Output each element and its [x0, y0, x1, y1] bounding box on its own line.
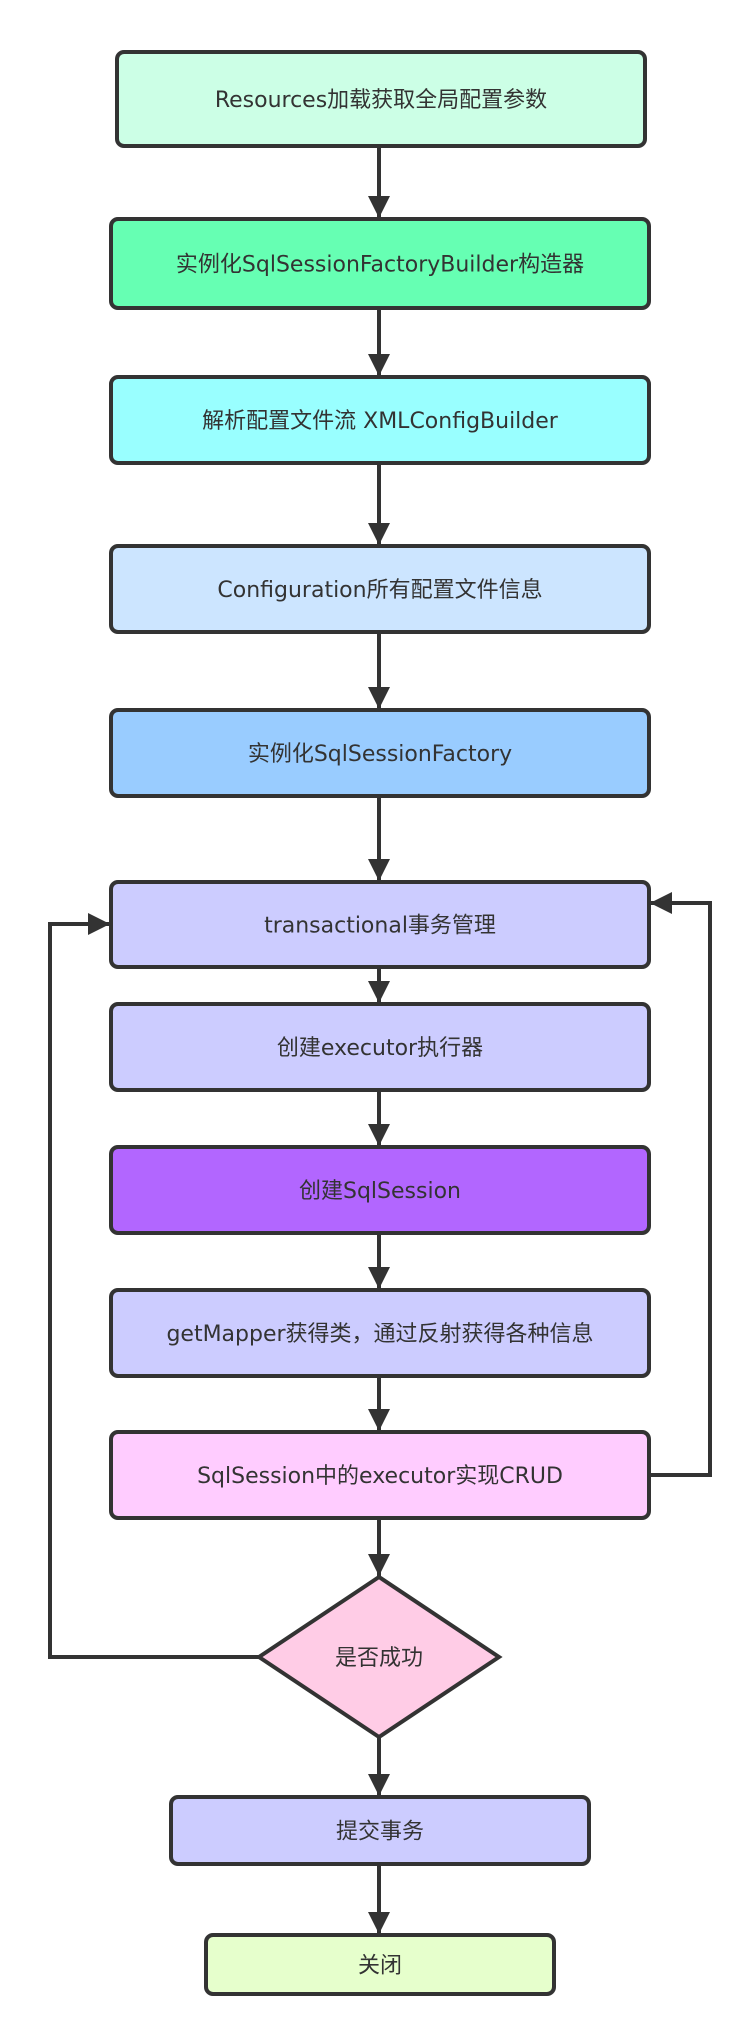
node-shape [109, 1145, 651, 1235]
node-shape [109, 880, 651, 969]
process-node: SqlSession中的executor实现CRUD [109, 1430, 651, 1520]
edge-arrow [649, 892, 712, 1477]
process-node: Configuration所有配置文件信息 [109, 544, 651, 634]
node-label: Configuration所有配置文件信息 [217, 578, 542, 603]
node-label: 解析配置文件流 XMLConfigBuilder [202, 409, 559, 434]
process-node: 提交事务 [169, 1795, 591, 1866]
node-shape [169, 1795, 591, 1866]
node-shape [109, 708, 651, 798]
node-shape [109, 1430, 651, 1520]
node-shape [204, 1933, 556, 1996]
process-node: 创建executor执行器 [109, 1002, 651, 1092]
node-label: 实例化SqlSessionFactory [248, 742, 512, 767]
node-label: transactional事务管理 [264, 914, 496, 939]
process-node: Resources加载获取全局配置参数 [115, 50, 647, 148]
node-label: SqlSession中的executor实现CRUD [197, 1464, 563, 1489]
node-shape [109, 1288, 651, 1378]
node-label: 是否成功 [335, 1646, 423, 1671]
process-node: getMapper获得类，通过反射获得各种信息 [109, 1288, 651, 1378]
process-node: 实例化SqlSessionFactoryBuilder构造器 [109, 217, 651, 310]
node-label: 提交事务 [336, 1820, 424, 1845]
node-shape [109, 375, 651, 465]
node-label: 关闭 [358, 1954, 402, 1979]
process-node: transactional事务管理 [109, 880, 651, 969]
edge-arrow [48, 913, 259, 1659]
process-node: 创建SqlSession [109, 1145, 651, 1235]
node-label: Resources加载获取全局配置参数 [215, 88, 547, 113]
node-shape [109, 217, 651, 310]
process-node: 关闭 [204, 1933, 556, 1996]
node-shape [109, 544, 651, 634]
process-node: 解析配置文件流 XMLConfigBuilder [109, 375, 651, 465]
node-shape [109, 1002, 651, 1092]
node-shape [115, 50, 647, 148]
node-shape [255, 1574, 503, 1740]
process-node: 实例化SqlSessionFactory [109, 708, 651, 798]
node-label: getMapper获得类，通过反射获得各种信息 [166, 1322, 593, 1347]
node-label: 实例化SqlSessionFactoryBuilder构造器 [176, 253, 584, 278]
decision-node: 是否成功 [255, 1574, 503, 1740]
node-label: 创建executor执行器 [277, 1036, 483, 1061]
node-label: 创建SqlSession [299, 1179, 461, 1204]
